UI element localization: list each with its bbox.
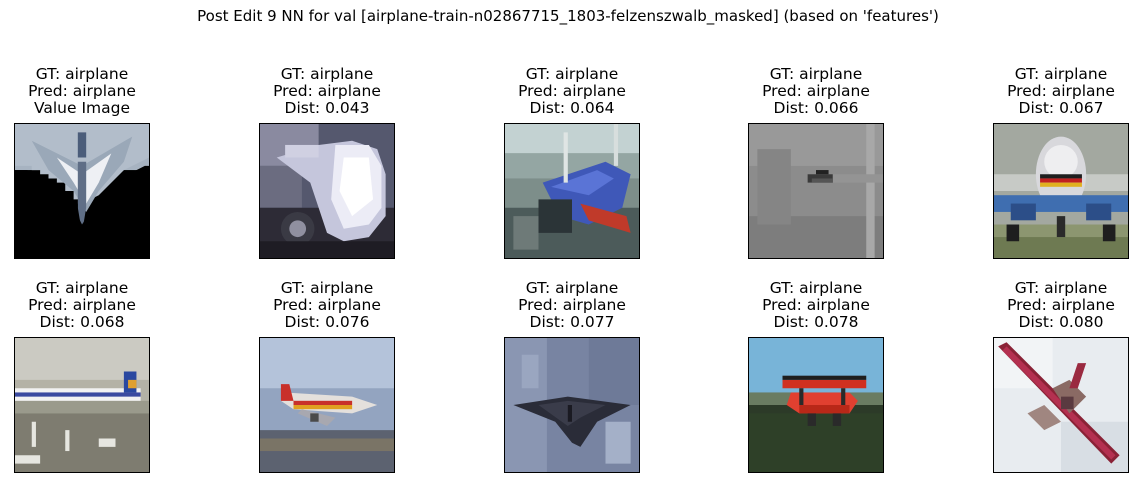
pred-label: Pred: airplane — [762, 82, 870, 100]
cell-caption: GT: airplane Pred: airplane Dist: 0.068 — [0, 280, 190, 331]
gt-label: GT: airplane — [525, 65, 619, 83]
thumbnail-image — [748, 123, 884, 259]
thumbnail-image — [993, 337, 1129, 473]
thumbnail-image — [993, 123, 1129, 259]
gt-label: GT: airplane — [35, 65, 129, 83]
distance-label: Dist: 0.067 — [1018, 99, 1104, 117]
distance-label: Dist: 0.066 — [773, 99, 859, 117]
gt-label: GT: airplane — [280, 279, 374, 297]
distance-label: Dist: 0.064 — [529, 99, 615, 117]
pred-label: Pred: airplane — [273, 82, 381, 100]
pred-label: Pred: airplane — [518, 82, 626, 100]
distance-label: Dist: 0.077 — [529, 313, 615, 331]
gt-label: GT: airplane — [769, 279, 863, 297]
thumbnail-image — [259, 123, 395, 259]
pred-label: Pred: airplane — [518, 296, 626, 314]
cell-caption: GT: airplane Pred: airplane Dist: 0.064 — [464, 66, 680, 117]
cell-caption: GT: airplane Pred: airplane Dist: 0.076 — [219, 280, 435, 331]
gt-label: GT: airplane — [769, 65, 863, 83]
value-image-label: Value Image — [33, 99, 131, 117]
thumbnail-image — [14, 123, 150, 259]
pred-label: Pred: airplane — [28, 82, 136, 100]
cell-caption: GT: airplane Pred: airplane Dist: 0.066 — [708, 66, 924, 117]
distance-label: Dist: 0.080 — [1018, 313, 1104, 331]
gt-label: GT: airplane — [1014, 279, 1108, 297]
cell-caption: GT: airplane Pred: airplane Dist: 0.077 — [464, 280, 680, 331]
thumbnail-image — [504, 123, 640, 259]
thumbnail-image — [748, 337, 884, 473]
distance-label: Dist: 0.076 — [284, 313, 370, 331]
figure-title: Post Edit 9 NN for val [airplane-train-n… — [197, 7, 939, 25]
thumbnail-image — [259, 337, 395, 473]
pred-label: Pred: airplane — [1007, 296, 1115, 314]
cell-caption: GT: airplane Pred: airplane Value Image — [0, 66, 190, 117]
pred-label: Pred: airplane — [28, 296, 136, 314]
distance-label: Dist: 0.078 — [773, 313, 859, 331]
cell-caption: GT: airplane Pred: airplane Dist: 0.043 — [219, 66, 435, 117]
distance-label: Dist: 0.068 — [39, 313, 125, 331]
pred-label: Pred: airplane — [762, 296, 870, 314]
gt-label: GT: airplane — [35, 279, 129, 297]
cell-caption: GT: airplane Pred: airplane Dist: 0.067 — [953, 66, 1136, 117]
cell-caption: GT: airplane Pred: airplane Dist: 0.080 — [953, 280, 1136, 331]
thumbnail-image — [504, 337, 640, 473]
gt-label: GT: airplane — [280, 65, 374, 83]
gt-label: GT: airplane — [525, 279, 619, 297]
pred-label: Pred: airplane — [273, 296, 381, 314]
thumbnail-image — [14, 337, 150, 473]
pred-label: Pred: airplane — [1007, 82, 1115, 100]
gt-label: GT: airplane — [1014, 65, 1108, 83]
cell-caption: GT: airplane Pred: airplane Dist: 0.078 — [708, 280, 924, 331]
distance-label: Dist: 0.043 — [284, 99, 370, 117]
